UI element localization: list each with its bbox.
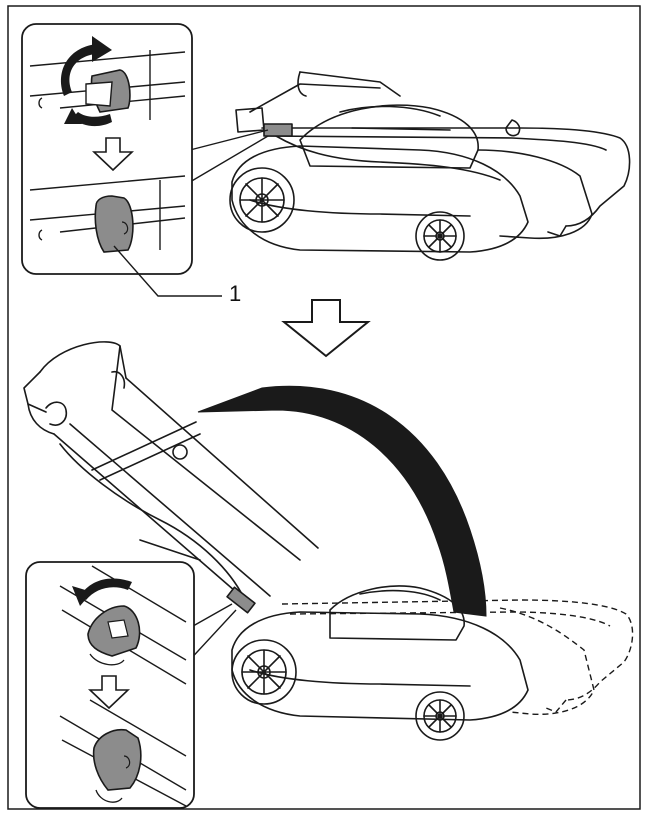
inset-lock-lever	[26, 562, 194, 808]
mower-folded	[230, 72, 630, 260]
callout-number: 1	[229, 283, 241, 305]
curved-fold-arrow-icon	[198, 386, 486, 616]
handle-folded-ghost	[282, 600, 633, 714]
lever-closed	[95, 196, 133, 252]
inset-release-lever	[22, 24, 192, 274]
down-arrow-icon	[284, 300, 368, 356]
